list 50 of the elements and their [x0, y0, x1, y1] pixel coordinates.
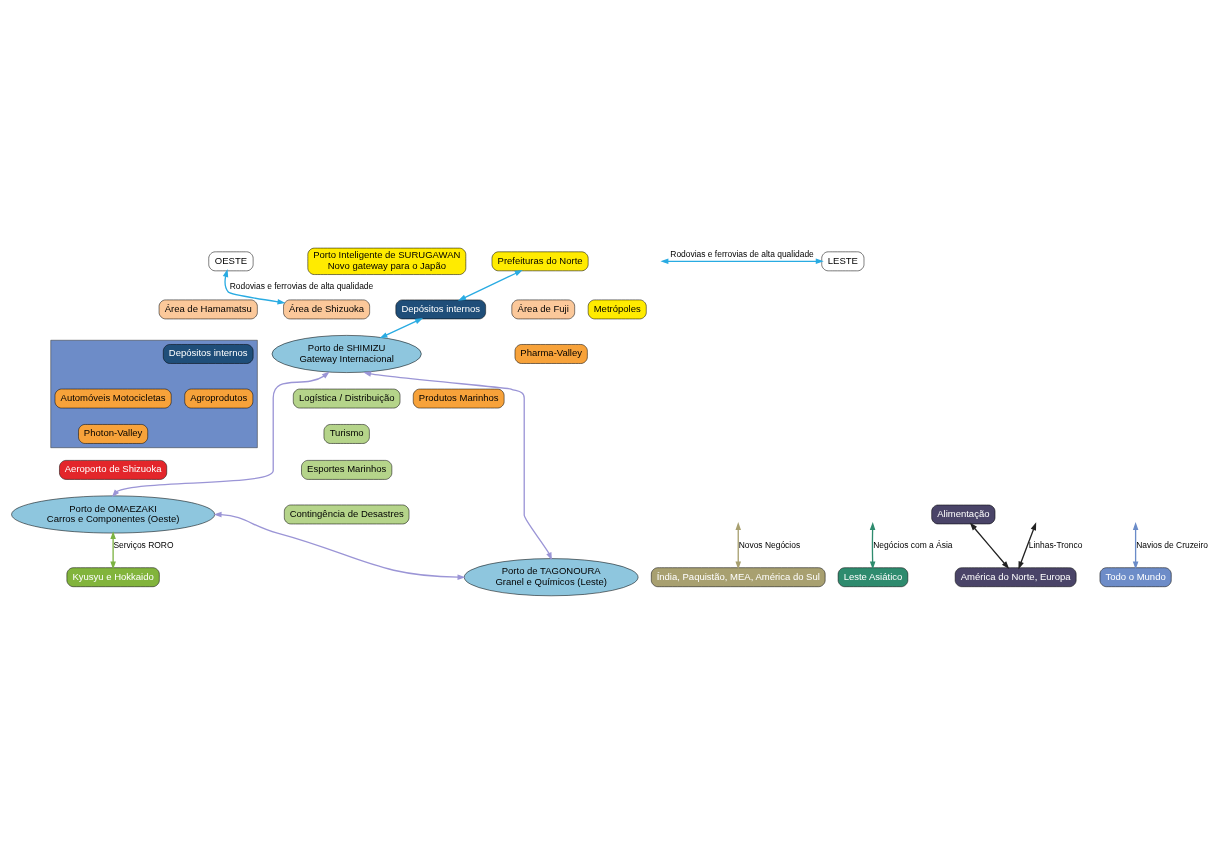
node-box: LESTE [821, 251, 865, 271]
edge-label: Serviços RORO [113, 539, 174, 550]
arrow [869, 521, 876, 569]
node-ellipse: Porto de SHIMIZU Gateway Internacional [271, 334, 422, 373]
node-box: Prefeituras do Norte [491, 251, 589, 271]
node-box: Todo o Mundo [1099, 566, 1172, 587]
node-box: Kyusyu e Hokkaido [66, 566, 160, 587]
node-box: Automóveis Motocicletas [54, 388, 172, 408]
node-box: Alimentação [931, 504, 996, 524]
edge-label: Navios de Cruzeiro [1136, 539, 1208, 550]
node-box: Área de Fuji [511, 299, 575, 319]
edge-label: Rodovias e ferrovias de alta qualidade [229, 280, 374, 291]
arrow [660, 258, 824, 264]
node-box: OESTE [208, 251, 254, 271]
node-box: Logística / Distribuição [293, 388, 401, 408]
node-box: Photon-Valley [78, 423, 148, 444]
edge-label: Rodovias e ferrovias de alta qualidade [670, 248, 814, 259]
node-box: Aeroporto de Shizuoka [59, 459, 167, 480]
arrow [379, 317, 424, 338]
arrow [363, 370, 552, 560]
node-box: Pharma-Valley [514, 343, 588, 364]
node-box: Porto Inteligente de SURUGAWAN Novo gateway para o Japão [307, 247, 467, 275]
node-box: Depósitos internos [395, 299, 486, 319]
arrow [458, 269, 523, 301]
node-box: Área de Hamamatsu [158, 299, 258, 319]
node-box: Turismo [323, 423, 370, 444]
node-box: Metrópoles [587, 299, 647, 319]
node-box: Contingência de Desastres [284, 504, 410, 524]
arrow [1018, 521, 1037, 569]
node-box: Leste Asiático [837, 566, 909, 587]
cluster [50, 339, 258, 448]
edge-label: Negócios com a Ásia [873, 539, 953, 550]
arrow [1132, 521, 1139, 570]
node-box: Depósitos internos [163, 343, 254, 364]
node-box: Esportes Marinhos [301, 459, 393, 480]
node-box: Índia, Paquistão, MEA, América do Sul [651, 566, 826, 587]
arrow [110, 530, 116, 570]
node-ellipse: Porto de TAGONOURA Granel e Químicos (Leste) [463, 557, 639, 596]
arrow [969, 522, 1010, 569]
arrow [111, 370, 330, 497]
node-box: Área de Shizuoka [283, 299, 370, 319]
node-box: Produtos Marinhos [413, 388, 505, 408]
arrow [735, 521, 741, 570]
arrow [213, 511, 466, 580]
edge-label: Novos Negócios [738, 539, 801, 550]
node-box: Agroprodutos [184, 388, 254, 408]
node-ellipse: Porto de OMAEZAKI Carros e Componentes (Oeste) [11, 495, 215, 533]
edge-label: Linhas-Tronco [1028, 539, 1083, 550]
node-box: América do Norte, Europa [954, 566, 1077, 587]
arrow [222, 268, 286, 305]
